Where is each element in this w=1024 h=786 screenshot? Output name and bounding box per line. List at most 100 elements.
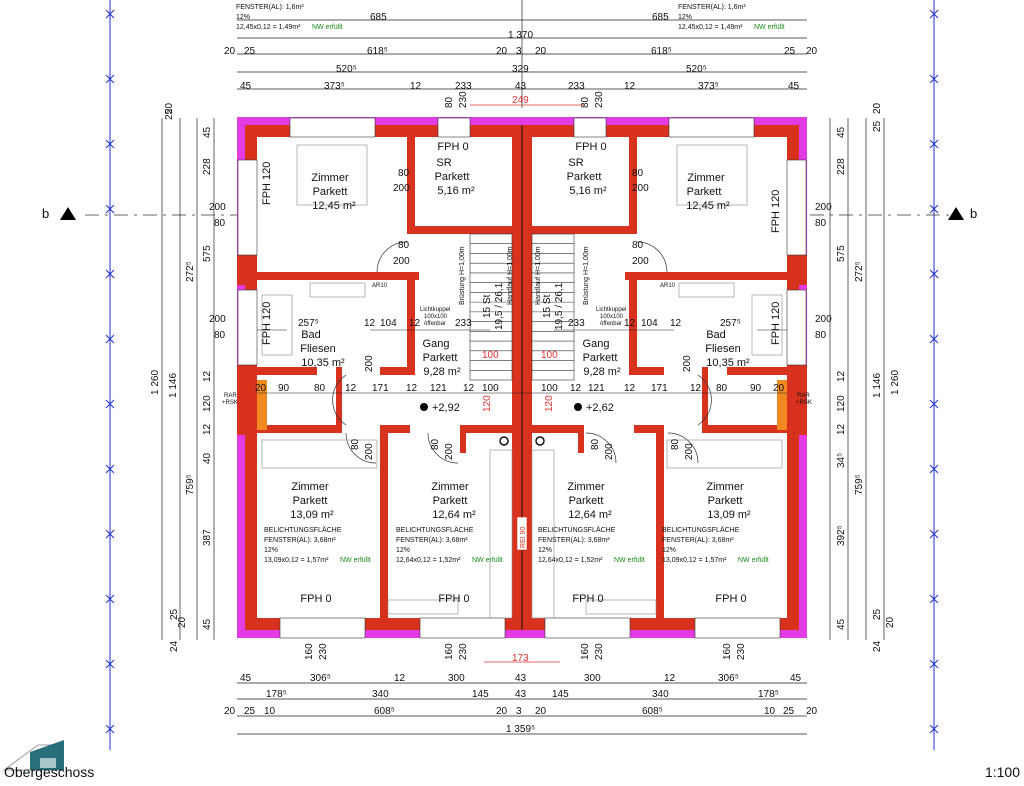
dim-257-r: 257⁵ <box>720 318 741 329</box>
dimension-texts-top: 685 685 1 370 20 25 618⁵ 20 3 20 618⁵ 25… <box>224 12 818 108</box>
dim-bwin-230-4: 230 <box>736 643 747 660</box>
level-left: +2,92 <box>432 402 460 414</box>
room-name: Gang <box>423 338 450 350</box>
bel-fenster: FENSTER(AL): 3,68m² <box>538 537 610 544</box>
section-line-b: b b <box>42 206 977 221</box>
dim-b-10: 10 <box>264 706 276 717</box>
interior-walls <box>257 137 787 618</box>
room-area: 12,45 m² <box>686 200 730 212</box>
room-area: 10,35 m² <box>706 357 750 369</box>
belichtung-box-2: BELICHTUNGSFLÄCHE FENSTER(AL): 3,68m² 12… <box>396 526 503 564</box>
orange-sills <box>257 380 787 430</box>
dim-top-43: 43 <box>515 81 527 92</box>
room-name: Zimmer <box>706 481 744 493</box>
dimension-texts-right: 1 146 1 260 272⁵ 759⁵ 45 25 20 228 575 1… <box>836 102 901 652</box>
dim-12-row-l: 12 <box>345 383 357 394</box>
room-floor: Fliesen <box>705 343 740 355</box>
dim-top-20d: 20 <box>806 46 818 57</box>
bel-ok: NW erfüllt <box>340 557 371 564</box>
dim-left-120: 120 <box>202 395 213 412</box>
dim-right-392: 392⁵ <box>836 525 847 546</box>
dim-257-l: 257⁵ <box>298 318 319 329</box>
dim-200-bad-l: 200 <box>364 355 375 372</box>
dim-top-1370: 1 370 <box>508 30 533 41</box>
fph120-mr: FPH 120 <box>770 302 782 345</box>
level-right: +2,62 <box>586 402 614 414</box>
room-floor: Parkett <box>293 495 328 507</box>
room-floor: Parkett <box>687 186 722 198</box>
room-floor: Parkett <box>708 495 743 507</box>
stair-frame <box>469 233 513 381</box>
room-fph: FPH 0 <box>572 593 603 605</box>
dim-12-row-r: 12 <box>690 383 702 394</box>
stairs-right <box>531 233 575 381</box>
room-floor: Fliesen <box>300 343 335 355</box>
section-label-left: b <box>42 206 49 221</box>
grid-marker <box>105 9 115 19</box>
stair-ratio-l: 19,5 / 26,1 <box>494 282 505 330</box>
dim-right-12: 12 <box>836 370 847 382</box>
room-floor: Parkett <box>433 495 468 507</box>
grid-marker <box>105 529 115 539</box>
bel-pct: 12% <box>538 547 552 554</box>
dim-b-45-l: 45 <box>240 673 252 684</box>
dim-right-34: 34⁵ <box>836 453 847 468</box>
dim-right-1146: 1 146 <box>872 373 883 398</box>
dim-right-12b: 12 <box>836 423 847 435</box>
dim-12-row-r3: 12 <box>570 383 582 394</box>
dim-200-d1: 200 <box>364 443 375 460</box>
dim-left-272: 272⁵ <box>185 261 196 282</box>
dim-200-d3: 200 <box>604 443 615 460</box>
grid-marker <box>105 464 115 474</box>
dim-b-300-l: 300 <box>448 673 465 684</box>
grid-marker <box>105 334 115 344</box>
dim-b-608-r: 608⁵ <box>642 706 663 717</box>
grid-marker <box>929 659 939 669</box>
floor-title: Obergeschoss <box>4 764 95 780</box>
grid-marker <box>105 204 115 214</box>
stair-hand-r: Handlauf H=1,00m <box>535 246 542 305</box>
room-fph: FPH 0 <box>575 141 606 153</box>
fenster-line1: FENSTER(AL): 1,6m² <box>236 4 304 11</box>
dim-233-r: 233 <box>568 318 585 329</box>
grid-marker <box>929 594 939 604</box>
room-name: Gang <box>583 338 610 350</box>
dim-bwin-230-2: 230 <box>458 643 469 660</box>
dim-top-45-l: 45 <box>240 81 252 92</box>
levels: +2,92 +2,62 <box>420 402 614 414</box>
dimension-lines-top <box>237 0 807 108</box>
dim-b-20b: 20 <box>496 706 508 717</box>
dim-left-12b: 12 <box>202 423 213 435</box>
room-area: 13,09 m² <box>290 509 334 521</box>
dim-top-25: 25 <box>244 46 256 57</box>
door-swings <box>332 241 712 464</box>
dim-top-520-l: 520⁵ <box>336 64 357 75</box>
dim-80-br: 80 <box>815 330 827 341</box>
bel-fenster: FENSTER(AL): 3,68m² <box>264 537 336 544</box>
dim-b-10b: 10 <box>764 706 776 717</box>
stair-ratio-r: 19,5 / 26,1 <box>554 282 565 330</box>
dim-233-l: 233 <box>455 318 472 329</box>
grid-marker <box>929 269 939 279</box>
bel-calc: 12,64x0,12 = 1,52m² <box>396 557 461 564</box>
grid-marker <box>105 139 115 149</box>
dimension-texts-left: 1 260 1 146 272⁵ 759⁵ 25 20 45 228 575 1… <box>150 102 213 652</box>
grid-marker <box>105 399 115 409</box>
dim-bwin-160-1: 160 <box>304 643 315 660</box>
room-area: 5,16 m² <box>437 185 475 197</box>
dim-b-12-l: 12 <box>394 673 406 684</box>
furniture <box>261 144 783 619</box>
red-dim-100-r: 100 <box>541 350 558 361</box>
stairs-left <box>469 233 513 381</box>
dim-12-row-l2: 12 <box>406 383 418 394</box>
grid-marker <box>929 74 939 84</box>
dim-b-45-r: 45 <box>790 673 802 684</box>
dim-right-228: 228 <box>836 158 847 175</box>
dim-bwin-230-1: 230 <box>318 643 329 660</box>
room-area: 12,64 m² <box>432 509 476 521</box>
dim-win-230-r: 230 <box>594 91 605 108</box>
dim-b-20: 20 <box>224 706 236 717</box>
dim-left-40: 40 <box>202 452 213 464</box>
dim-200-srr: 200 <box>632 183 649 194</box>
bel-calc: 12,64x0,12 = 1,52m² <box>538 557 603 564</box>
